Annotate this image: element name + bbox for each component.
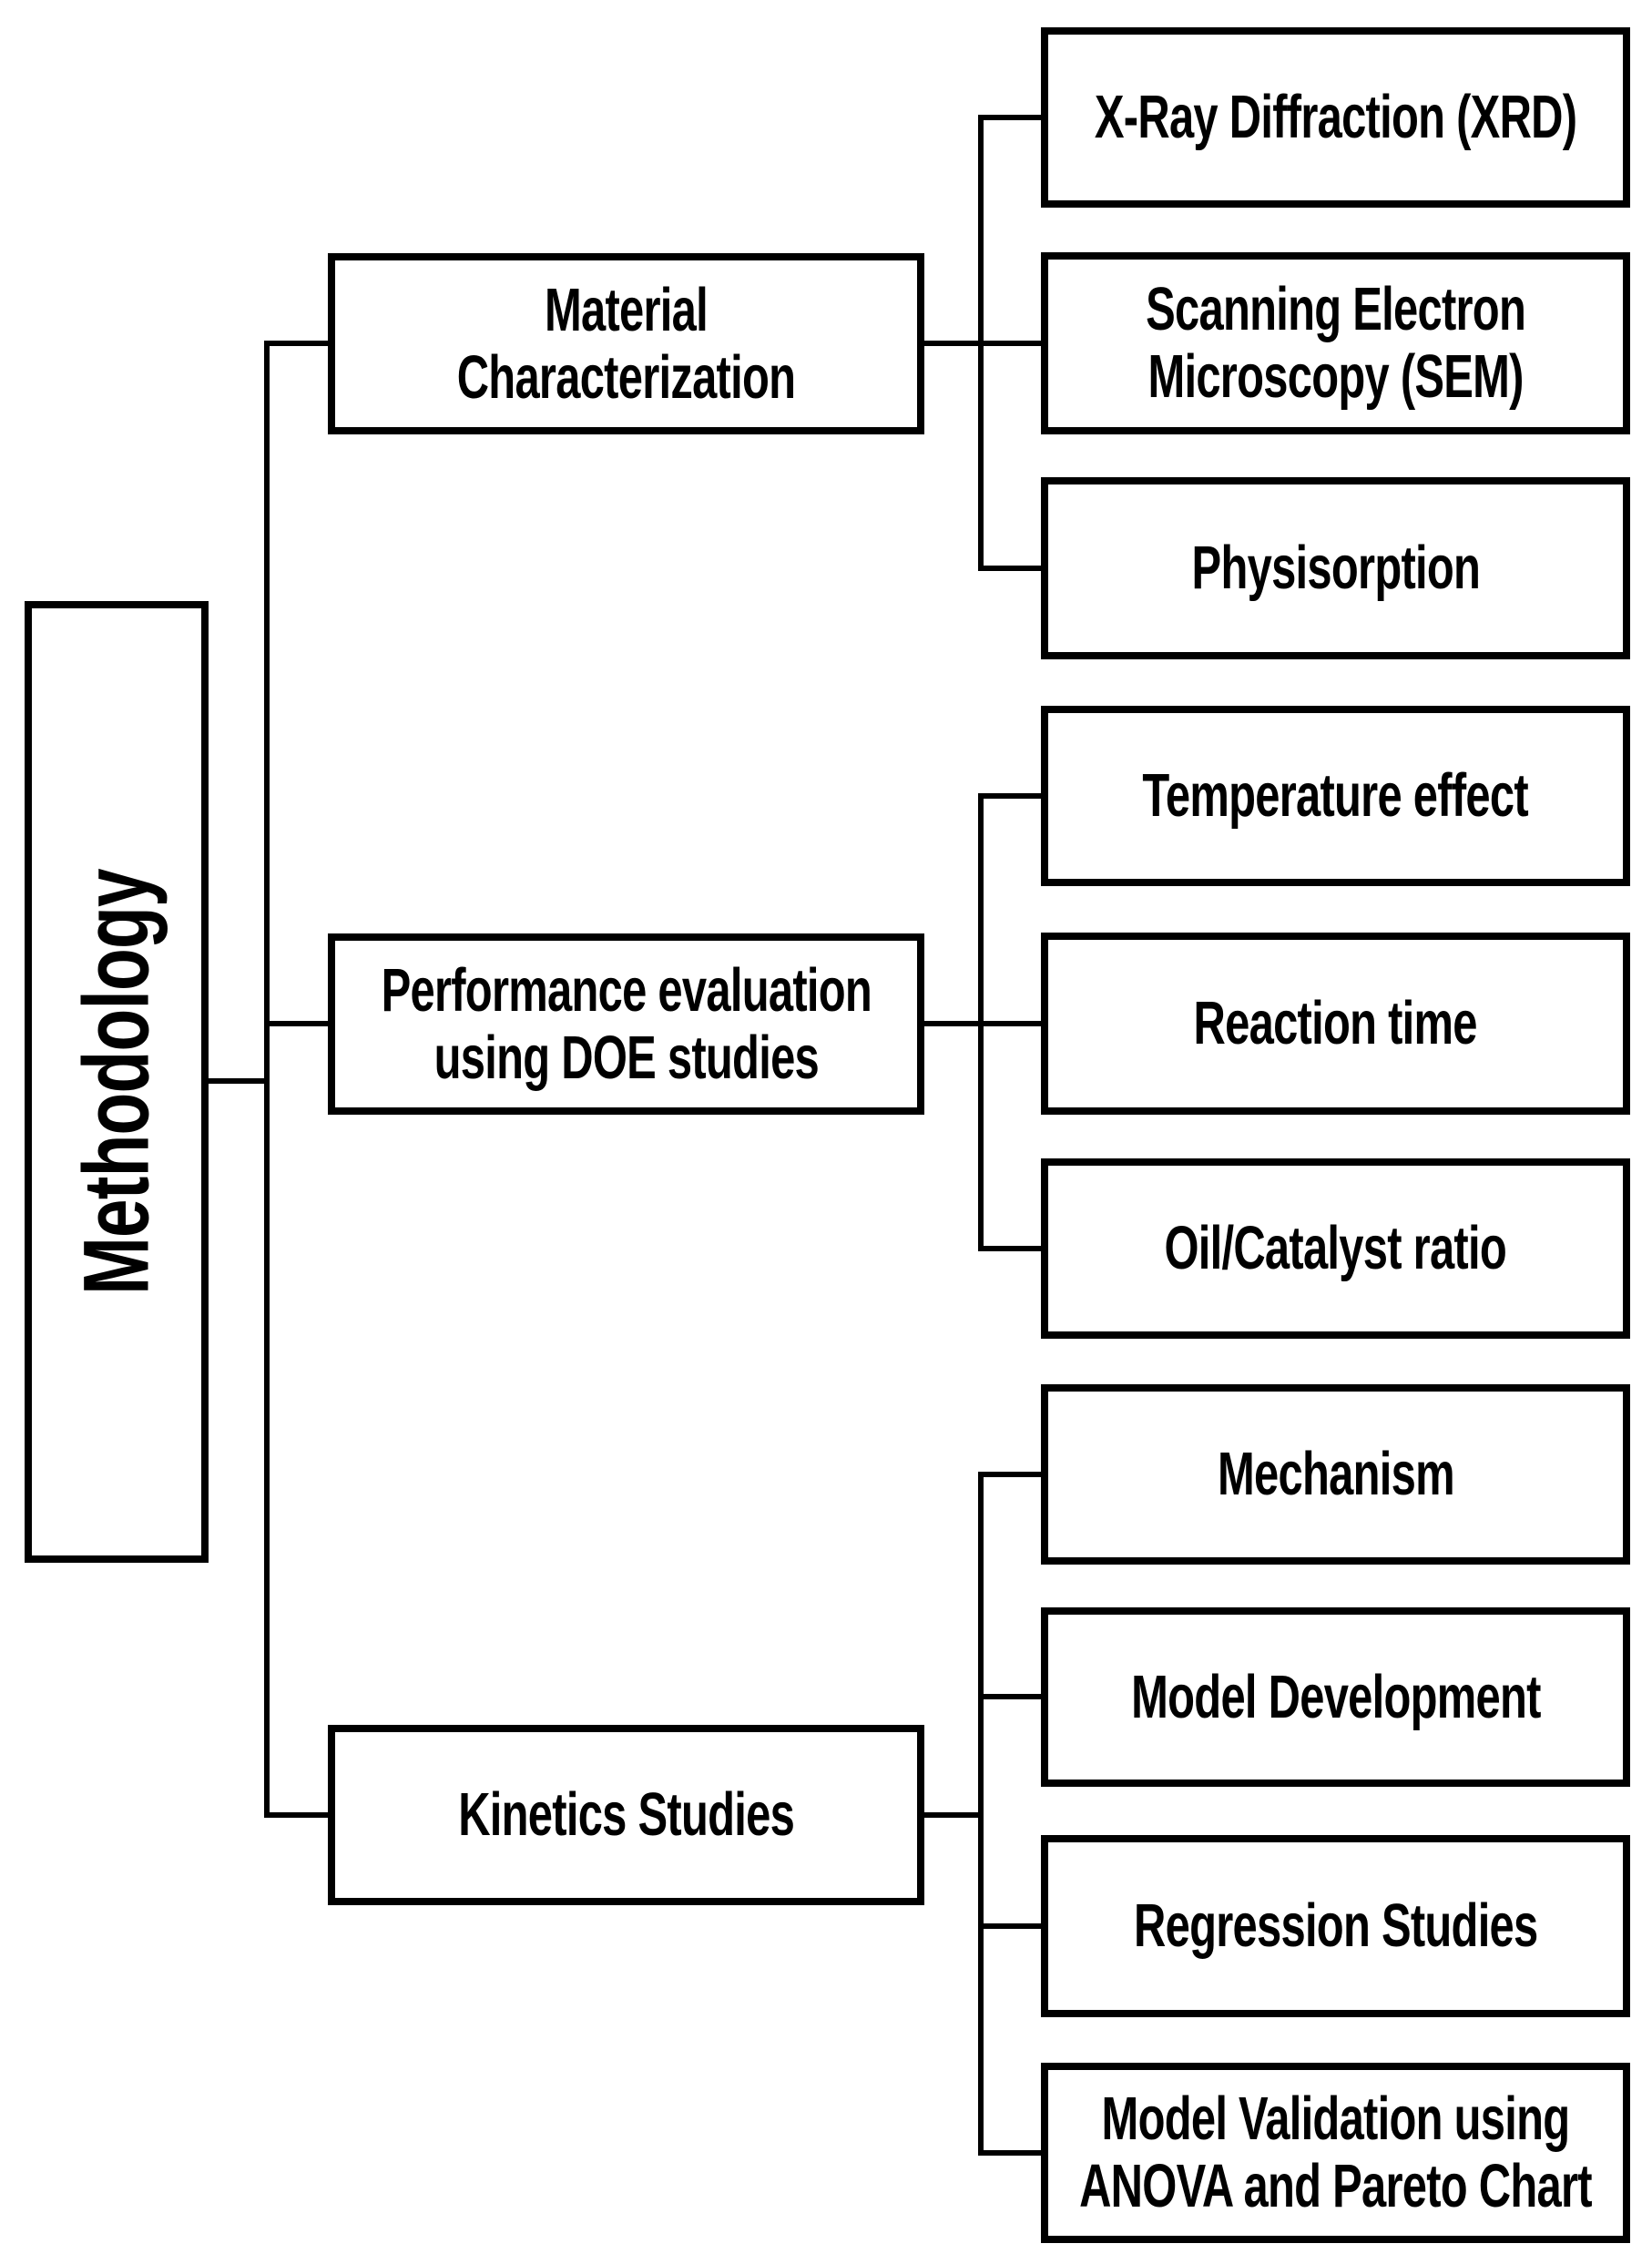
node-regression-studies: Regression Studies	[1041, 1835, 1630, 2017]
node-material-characterization: Material Characterization	[328, 253, 924, 434]
node-kinetics-studies: Kinetics Studies	[328, 1725, 924, 1905]
node-xrd: X-Ray Diffraction (XRD)	[1041, 27, 1630, 208]
node-regression-studies-label: Regression Studies	[1133, 1892, 1538, 1961]
node-physisorption: Physisorption	[1041, 477, 1630, 659]
connector-trunk-doe	[978, 793, 984, 1251]
node-oil-catalyst-ratio-label: Oil/Catalyst ratio	[1164, 1214, 1507, 1283]
node-kinetics-studies-label: Kinetics Studies	[458, 1780, 795, 1850]
connector-stub-mechanism	[978, 1472, 1041, 1477]
node-reaction-time-label: Reaction time	[1193, 989, 1478, 1058]
node-methodology-label: Methodology	[64, 869, 168, 1295]
node-mechanism: Mechanism	[1041, 1384, 1630, 1565]
node-doe-performance: Performance evaluation using DOE studies	[328, 933, 924, 1115]
connector-stub-kinetics-studies	[264, 1812, 328, 1818]
node-model-validation: Model Validation using ANOVA and Pareto …	[1041, 2063, 1630, 2243]
node-sem: Scanning Electron Microscopy (SEM)	[1041, 252, 1630, 434]
node-mechanism-label: Mechanism	[1217, 1440, 1455, 1509]
node-temperature-effect: Temperature effect	[1041, 706, 1630, 886]
node-xrd-label: X-Ray Diffraction (XRD)	[1094, 83, 1577, 152]
connector-stub-temperature-effect	[978, 793, 1041, 799]
connector-stub-xrd	[978, 115, 1041, 120]
node-methodology: Methodology	[25, 601, 209, 1563]
connector-trunk-kinetics	[978, 1472, 984, 2156]
connector-stub-doe-performance	[264, 1021, 328, 1026]
connector-stub-regression-studies	[978, 1923, 1041, 1929]
node-model-development: Model Development	[1041, 1607, 1630, 1787]
connector-stub-physisorption	[978, 566, 1041, 571]
connector-trunk-characterization	[978, 115, 984, 571]
node-oil-catalyst-ratio: Oil/Catalyst ratio	[1041, 1158, 1630, 1339]
node-reaction-time: Reaction time	[1041, 933, 1630, 1115]
node-doe-performance-label: Performance evaluation using DOE studies	[381, 955, 872, 1092]
connector-stub-oil-catalyst-ratio	[978, 1246, 1041, 1251]
connector-stub-material-characterization	[264, 341, 328, 346]
connector-trunk-level1	[264, 341, 270, 1818]
node-temperature-effect-label: Temperature effect	[1142, 761, 1529, 831]
connector-stub-model-development	[978, 1694, 1041, 1699]
node-sem-label: Scanning Electron Microscopy (SEM)	[1146, 275, 1526, 411]
connector-root-stub	[209, 1078, 270, 1084]
connector-stub-model-validation	[978, 2150, 1041, 2156]
node-physisorption-label: Physisorption	[1191, 534, 1480, 603]
node-model-development-label: Model Development	[1130, 1662, 1541, 1731]
node-material-characterization-label: Material Characterization	[456, 275, 796, 412]
connector-kinetics-to-children	[924, 1812, 984, 1818]
node-model-validation-label: Model Validation using ANOVA and Pareto …	[1079, 2085, 1593, 2220]
